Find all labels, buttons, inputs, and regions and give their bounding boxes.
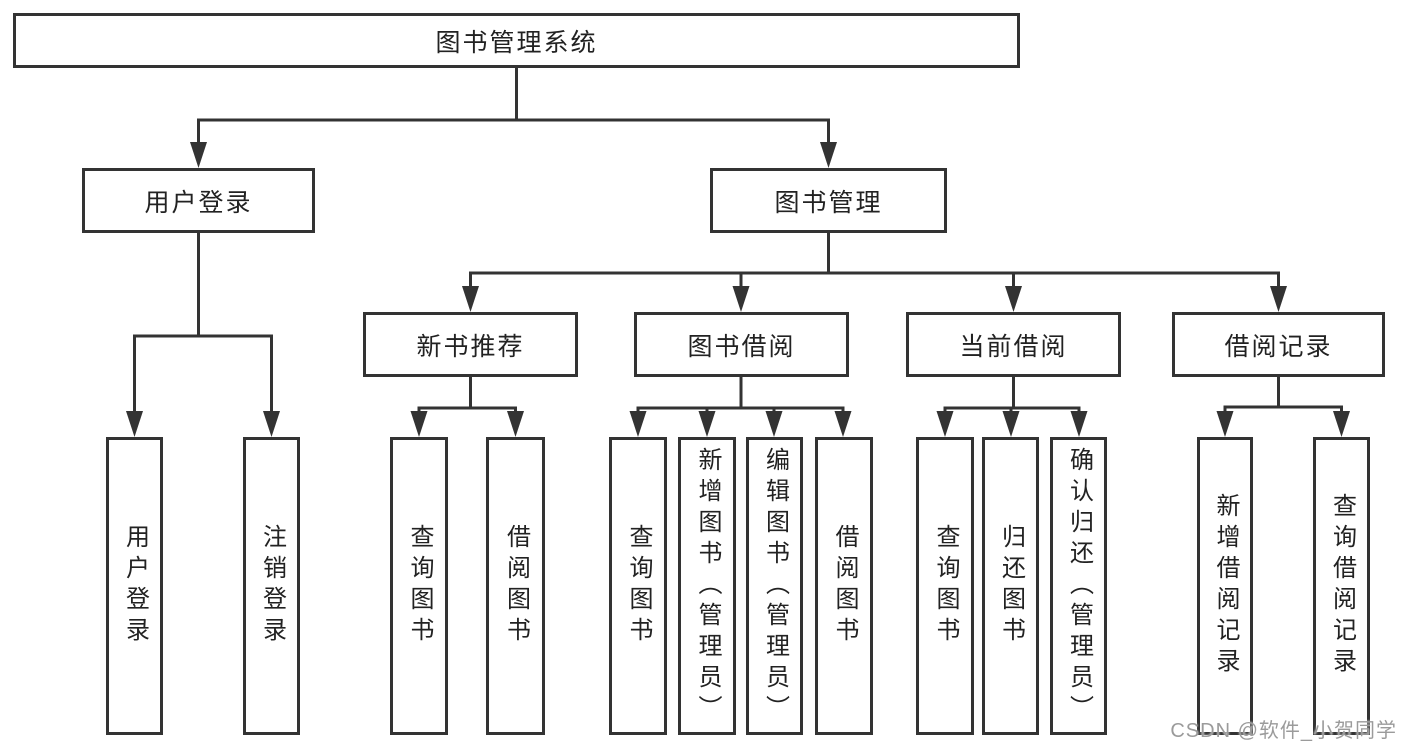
leaf-logout: 注销登录 <box>243 437 300 735</box>
node-new-book: 新书推荐 <box>363 312 578 377</box>
leaf-borrow-add: 新增图书（管理员） <box>678 437 736 735</box>
arrow-down-icon <box>936 411 954 437</box>
connector-borrow <box>636 377 845 415</box>
leaf-newbook-query: 查询图书 <box>390 437 448 735</box>
arrow-down-icon <box>1270 286 1287 312</box>
node-current: 当前借阅 <box>906 312 1121 377</box>
connector-records <box>1223 377 1343 415</box>
csdn-watermark: CSDN @软件_小贺同学 <box>1170 720 1397 742</box>
arrow-down-icon <box>629 411 647 437</box>
connector-book-mgmt <box>469 232 1280 290</box>
arrow-down-icon <box>1070 411 1088 437</box>
node-user-login: 用户登录 <box>82 168 315 233</box>
arrow-down-icon <box>1333 411 1350 437</box>
leaf-current-confirm: 确认归还（管理员） <box>1050 437 1107 735</box>
arrow-down-icon <box>765 411 783 437</box>
leaf-borrow-query: 查询图书 <box>609 437 667 735</box>
arrow-down-icon <box>1005 286 1022 312</box>
node-root: 图书管理系统 <box>13 13 1020 68</box>
arrow-down-icon <box>410 411 428 437</box>
arrow-down-icon <box>263 411 280 437</box>
connector-current <box>943 377 1081 415</box>
arrow-down-icon <box>126 411 143 437</box>
arrow-down-icon <box>1216 411 1234 437</box>
leaf-newbook-borrow: 借阅图书 <box>486 437 545 735</box>
connector-new-book <box>417 377 517 415</box>
node-borrow: 图书借阅 <box>634 312 849 377</box>
arrow-down-icon <box>190 142 207 168</box>
arrow-down-icon <box>820 142 837 168</box>
node-book-mgmt: 图书管理 <box>710 168 947 233</box>
leaf-current-query: 查询图书 <box>916 437 974 735</box>
leaf-borrow-borrow: 借阅图书 <box>815 437 873 735</box>
arrow-down-icon <box>462 286 479 312</box>
arrow-down-icon <box>834 411 852 437</box>
node-records: 借阅记录 <box>1172 312 1385 377</box>
connector-root <box>197 68 830 148</box>
arrow-down-icon <box>732 286 750 312</box>
arrow-down-icon <box>698 411 716 437</box>
arrow-down-icon <box>1002 411 1020 437</box>
leaf-user-login: 用户登录 <box>106 437 163 735</box>
leaf-records-add: 新增借阅记录 <box>1197 437 1253 735</box>
leaf-current-return: 归还图书 <box>982 437 1039 735</box>
leaf-records-query: 查询借阅记录 <box>1313 437 1370 735</box>
leaf-borrow-edit: 编辑图书（管理员） <box>746 437 803 735</box>
arrowheads <box>126 142 1350 437</box>
connector-user-login <box>133 233 273 415</box>
arrow-down-icon <box>507 411 524 437</box>
